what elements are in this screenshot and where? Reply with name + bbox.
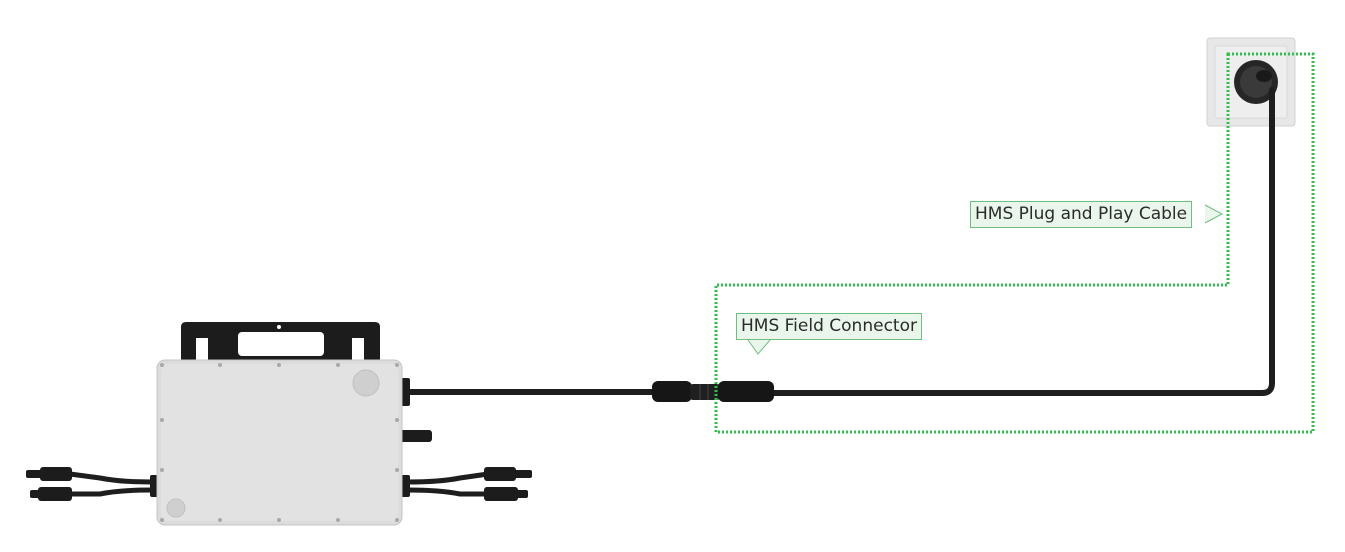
plug-and-play-cable: [727, 87, 1275, 396]
wall-socket: [1206, 37, 1296, 127]
plug-and-play-cable-label: HMS Plug and Play Cable: [970, 201, 1193, 228]
plug-cable-label-pointer: [1204, 204, 1224, 224]
field-connector-label: HMS Field Connector: [736, 313, 922, 340]
field-connector: [652, 381, 774, 402]
antenna: [398, 430, 432, 442]
dc-input-cables-right: [407, 467, 532, 501]
dc-input-cables-left: [26, 467, 153, 501]
field-connector-label-pointer: [747, 339, 771, 355]
inverter-bracket: [181, 322, 380, 362]
highlight-outline: [714, 52, 1315, 434]
microinverter: [156, 359, 403, 526]
